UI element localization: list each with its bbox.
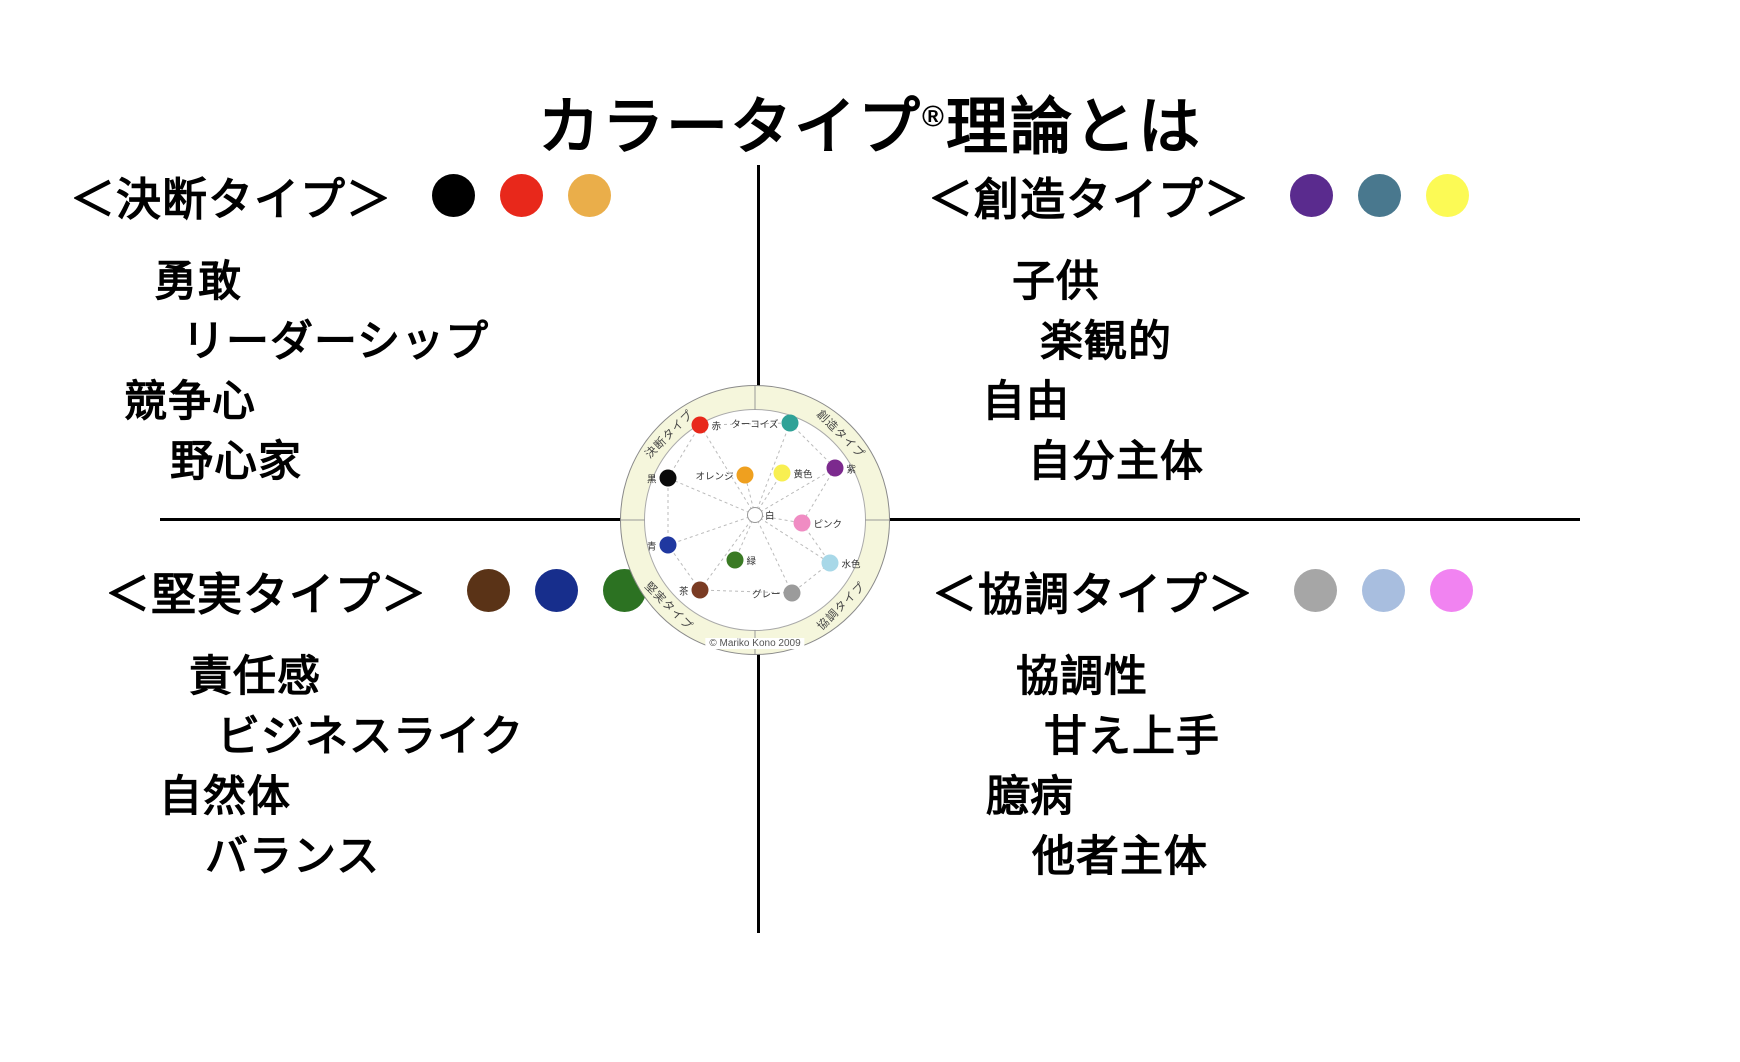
quadrant-decision-traits: 勇敢 リーダーシップ 競争心 野心家 — [70, 252, 611, 492]
color-dot-teal — [1358, 174, 1402, 217]
copyright-credit: © Mariko Kono 2009 — [705, 638, 805, 649]
chart-dot-水色: 水色 — [821, 554, 861, 572]
chart-dot-黄色: 黄色 — [773, 464, 813, 482]
color-dot-lightblue — [1362, 569, 1406, 612]
quadrant-decision-title: ＜決断タイプ＞ — [70, 174, 393, 225]
chart-dot-layer: 赤ターコイズ紫ピンク水色グレー 茶 青 黒 オレンジ 黄色緑 白 — [620, 385, 890, 655]
quadrant-decision-color-dots — [432, 174, 612, 217]
chart-dot-茶: 茶 — [679, 581, 709, 599]
color-dot-yellow — [1426, 174, 1470, 217]
trait: バランス — [205, 833, 381, 881]
quadrant-creative-header: ＜創造タイプ＞ — [928, 163, 1470, 228]
chart-dot-紫: 紫 — [826, 459, 856, 477]
color-dot-gray — [1294, 569, 1338, 612]
color-dot-navy — [535, 569, 579, 612]
quadrant-cooperative-color-dots — [1294, 569, 1474, 612]
quadrant-steady-traits: 責任感 ビジネスライク 自然体 バランス — [105, 647, 646, 887]
color-dot-red — [500, 174, 544, 217]
trait: リーダーシップ — [182, 318, 490, 366]
quadrant-decision: ＜決断タイプ＞ 勇敢 リーダーシップ 競争心 野心家 — [70, 163, 612, 492]
quadrant-steady-color-dots — [467, 569, 647, 612]
title-text-suffix: 理論とは — [945, 92, 1202, 162]
color-dot-brown — [467, 569, 511, 612]
quadrant-steady-header: ＜堅実タイプ＞ — [105, 558, 647, 623]
color-dot-black — [432, 174, 476, 217]
trait: 競争心 — [124, 378, 256, 426]
quadrant-creative-traits: 子供 楽観的 自由 自分主体 — [928, 252, 1469, 492]
quadrant-cooperative: ＜協調タイプ＞ 協調性 甘え上手 臆病 他者主体 — [932, 558, 1474, 887]
trait: 自分主体 — [1028, 438, 1204, 486]
quadrant-steady: ＜堅実タイプ＞ 責任感 ビジネスライク 自然体 バランス — [105, 558, 647, 887]
trait: 臆病 — [986, 773, 1074, 821]
chart-dot-label: 茶 — [678, 586, 689, 597]
quadrant-steady-title: ＜堅実タイプ＞ — [105, 569, 428, 620]
quadrant-cooperative-title: ＜協調タイプ＞ — [932, 569, 1255, 620]
chart-dot-label: 白 — [765, 511, 775, 522]
chart-dot-緑: 緑 — [726, 551, 756, 569]
trait: 勇敢 — [154, 258, 242, 306]
trait: 自然体 — [159, 773, 291, 821]
registered-trademark-symbol: ® — [922, 99, 946, 133]
trait: 自由 — [982, 378, 1070, 426]
chart-dot-オレンジ: オレンジ — [695, 466, 754, 484]
quadrant-decision-header: ＜決断タイプ＞ — [70, 163, 612, 228]
chart-dot-白: 白 — [747, 507, 775, 523]
trait: 責任感 — [189, 653, 321, 701]
trait: 楽観的 — [1040, 318, 1172, 366]
quadrant-creative-title: ＜創造タイプ＞ — [928, 174, 1251, 225]
trait: 他者主体 — [1032, 833, 1208, 881]
color-dot-purple — [1290, 174, 1334, 217]
quadrant-creative: ＜創造タイプ＞ 子供 楽観的 自由 自分主体 — [928, 163, 1470, 492]
chart-dot-label: 水色 — [841, 559, 861, 570]
chart-dot-ピンク: ピンク — [793, 514, 842, 532]
chart-dot-label: 黄色 — [793, 469, 813, 480]
color-dot-violet — [1430, 569, 1474, 612]
trait: ビジネスライク — [217, 713, 525, 761]
chart-dot-赤: 赤 — [691, 416, 721, 434]
chart-dot-label: 赤 — [711, 421, 722, 432]
title-text: カラータイプ — [538, 92, 923, 162]
trait: 甘え上手 — [1044, 713, 1220, 761]
quadrant-cooperative-header: ＜協調タイプ＞ — [932, 558, 1474, 623]
trait: 子供 — [1012, 258, 1100, 306]
trait: 協調性 — [1016, 653, 1148, 701]
chart-dot-黒: 黒 — [647, 469, 677, 487]
quadrant-creative-color-dots — [1290, 174, 1470, 217]
quadrant-cooperative-traits: 協調性 甘え上手 臆病 他者主体 — [932, 647, 1473, 887]
chart-dot-label: グレー — [751, 589, 781, 600]
page-title: カラータイプ®理論とは — [0, 76, 1740, 166]
chart-dot-label: 黒 — [646, 474, 657, 485]
chart-dot-label: ターコイズ — [731, 419, 779, 430]
chart-dot-青: 青 — [647, 536, 677, 554]
chart-dot-label: 緑 — [746, 556, 757, 567]
chart-dot-label: 青 — [646, 541, 657, 552]
trait: 野心家 — [170, 438, 302, 486]
center-color-wheel: 決断タイプ 創造タイプ 堅実タイプ 協調タイプ 赤ターコイズ紫ピンク水色グレー茶… — [620, 385, 890, 655]
chart-dot-label: オレンジ — [695, 471, 734, 482]
chart-dot-label: 紫 — [846, 464, 857, 475]
chart-dot-グレー: グレー — [752, 584, 801, 602]
chart-dot-ターコイズ: ターコイズ — [731, 414, 799, 432]
color-dot-orange — [568, 174, 612, 217]
chart-dot-label: ピンク — [813, 519, 843, 530]
